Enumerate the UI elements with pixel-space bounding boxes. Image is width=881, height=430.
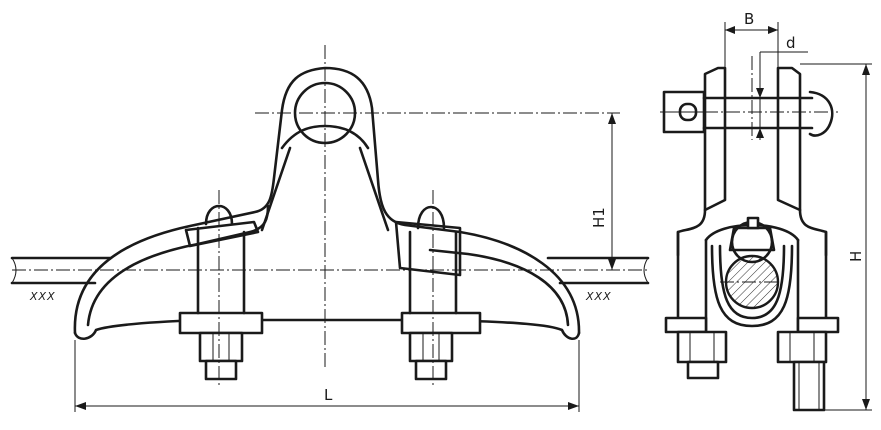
side-view: B d H: [660, 10, 872, 412]
front-view: H1 L XXX XXX: [10, 45, 650, 412]
side-bolts: [664, 316, 840, 412]
dimension-label-h1: H1: [590, 207, 608, 228]
wire-mark-right: XXX: [585, 290, 612, 303]
conductor-front: [10, 256, 650, 285]
dimension-l: L: [74, 340, 580, 412]
saddle-section: [676, 216, 828, 332]
dimension-label-h: H: [847, 251, 865, 262]
clamp-body: [73, 66, 581, 340]
right-bolt-assembly: [394, 205, 462, 381]
dimension-label-l: L: [324, 386, 333, 404]
dimension-h1: H1: [590, 113, 616, 270]
dimension-label-d: d: [786, 34, 796, 52]
clevis-pin: [662, 90, 834, 137]
dimension-label-b: B: [744, 10, 754, 28]
left-bolt-assembly: [184, 204, 260, 381]
dimension-b: B: [724, 10, 779, 72]
wire-mark-left: XXX: [29, 290, 56, 303]
dimension-d: d: [756, 34, 808, 140]
dimension-h: H: [800, 63, 872, 411]
